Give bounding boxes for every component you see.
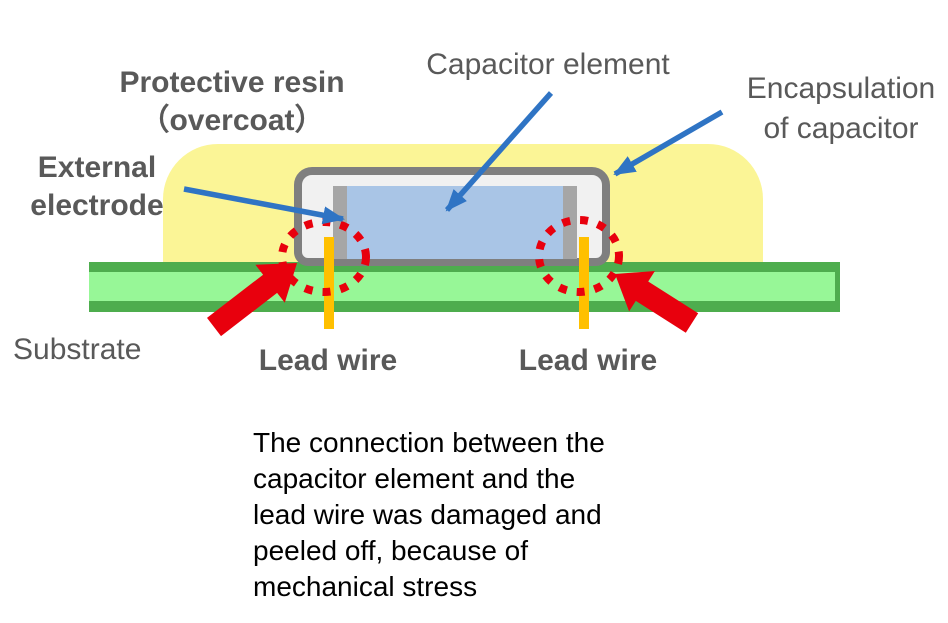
external-electrode-label: External electrode bbox=[7, 149, 187, 225]
external-electrode-right-shape bbox=[563, 186, 577, 259]
substrate-label: Substrate bbox=[13, 333, 142, 366]
encapsulation-label: Encapsulation of capacitor bbox=[736, 69, 946, 149]
protective-resin-label: Protective resin （overcoat） bbox=[107, 64, 357, 140]
substrate-core bbox=[89, 272, 835, 301]
external-electrode-left-shape bbox=[333, 186, 347, 259]
external-electrode-line1: External bbox=[37, 151, 157, 184]
failure-description-text: The connection between the capacitor ele… bbox=[253, 427, 605, 602]
protective-resin-line1: Protective resin bbox=[119, 66, 345, 99]
lead-wire-left-label: Lead wire bbox=[258, 344, 398, 377]
lead-wire-left-shape bbox=[324, 237, 334, 329]
capacitor-element-label: Capacitor element bbox=[426, 48, 670, 81]
encapsulation-line2: of capacitor bbox=[763, 112, 919, 145]
lead-wire-right-shape bbox=[579, 237, 589, 329]
external-electrode-line2: electrode bbox=[30, 189, 164, 222]
capacitor-element-shape bbox=[347, 186, 563, 259]
encapsulation-line1: Encapsulation bbox=[746, 72, 936, 105]
lead-wire-right-label: Lead wire bbox=[518, 344, 658, 377]
protective-resin-line2: （overcoat） bbox=[139, 104, 325, 137]
